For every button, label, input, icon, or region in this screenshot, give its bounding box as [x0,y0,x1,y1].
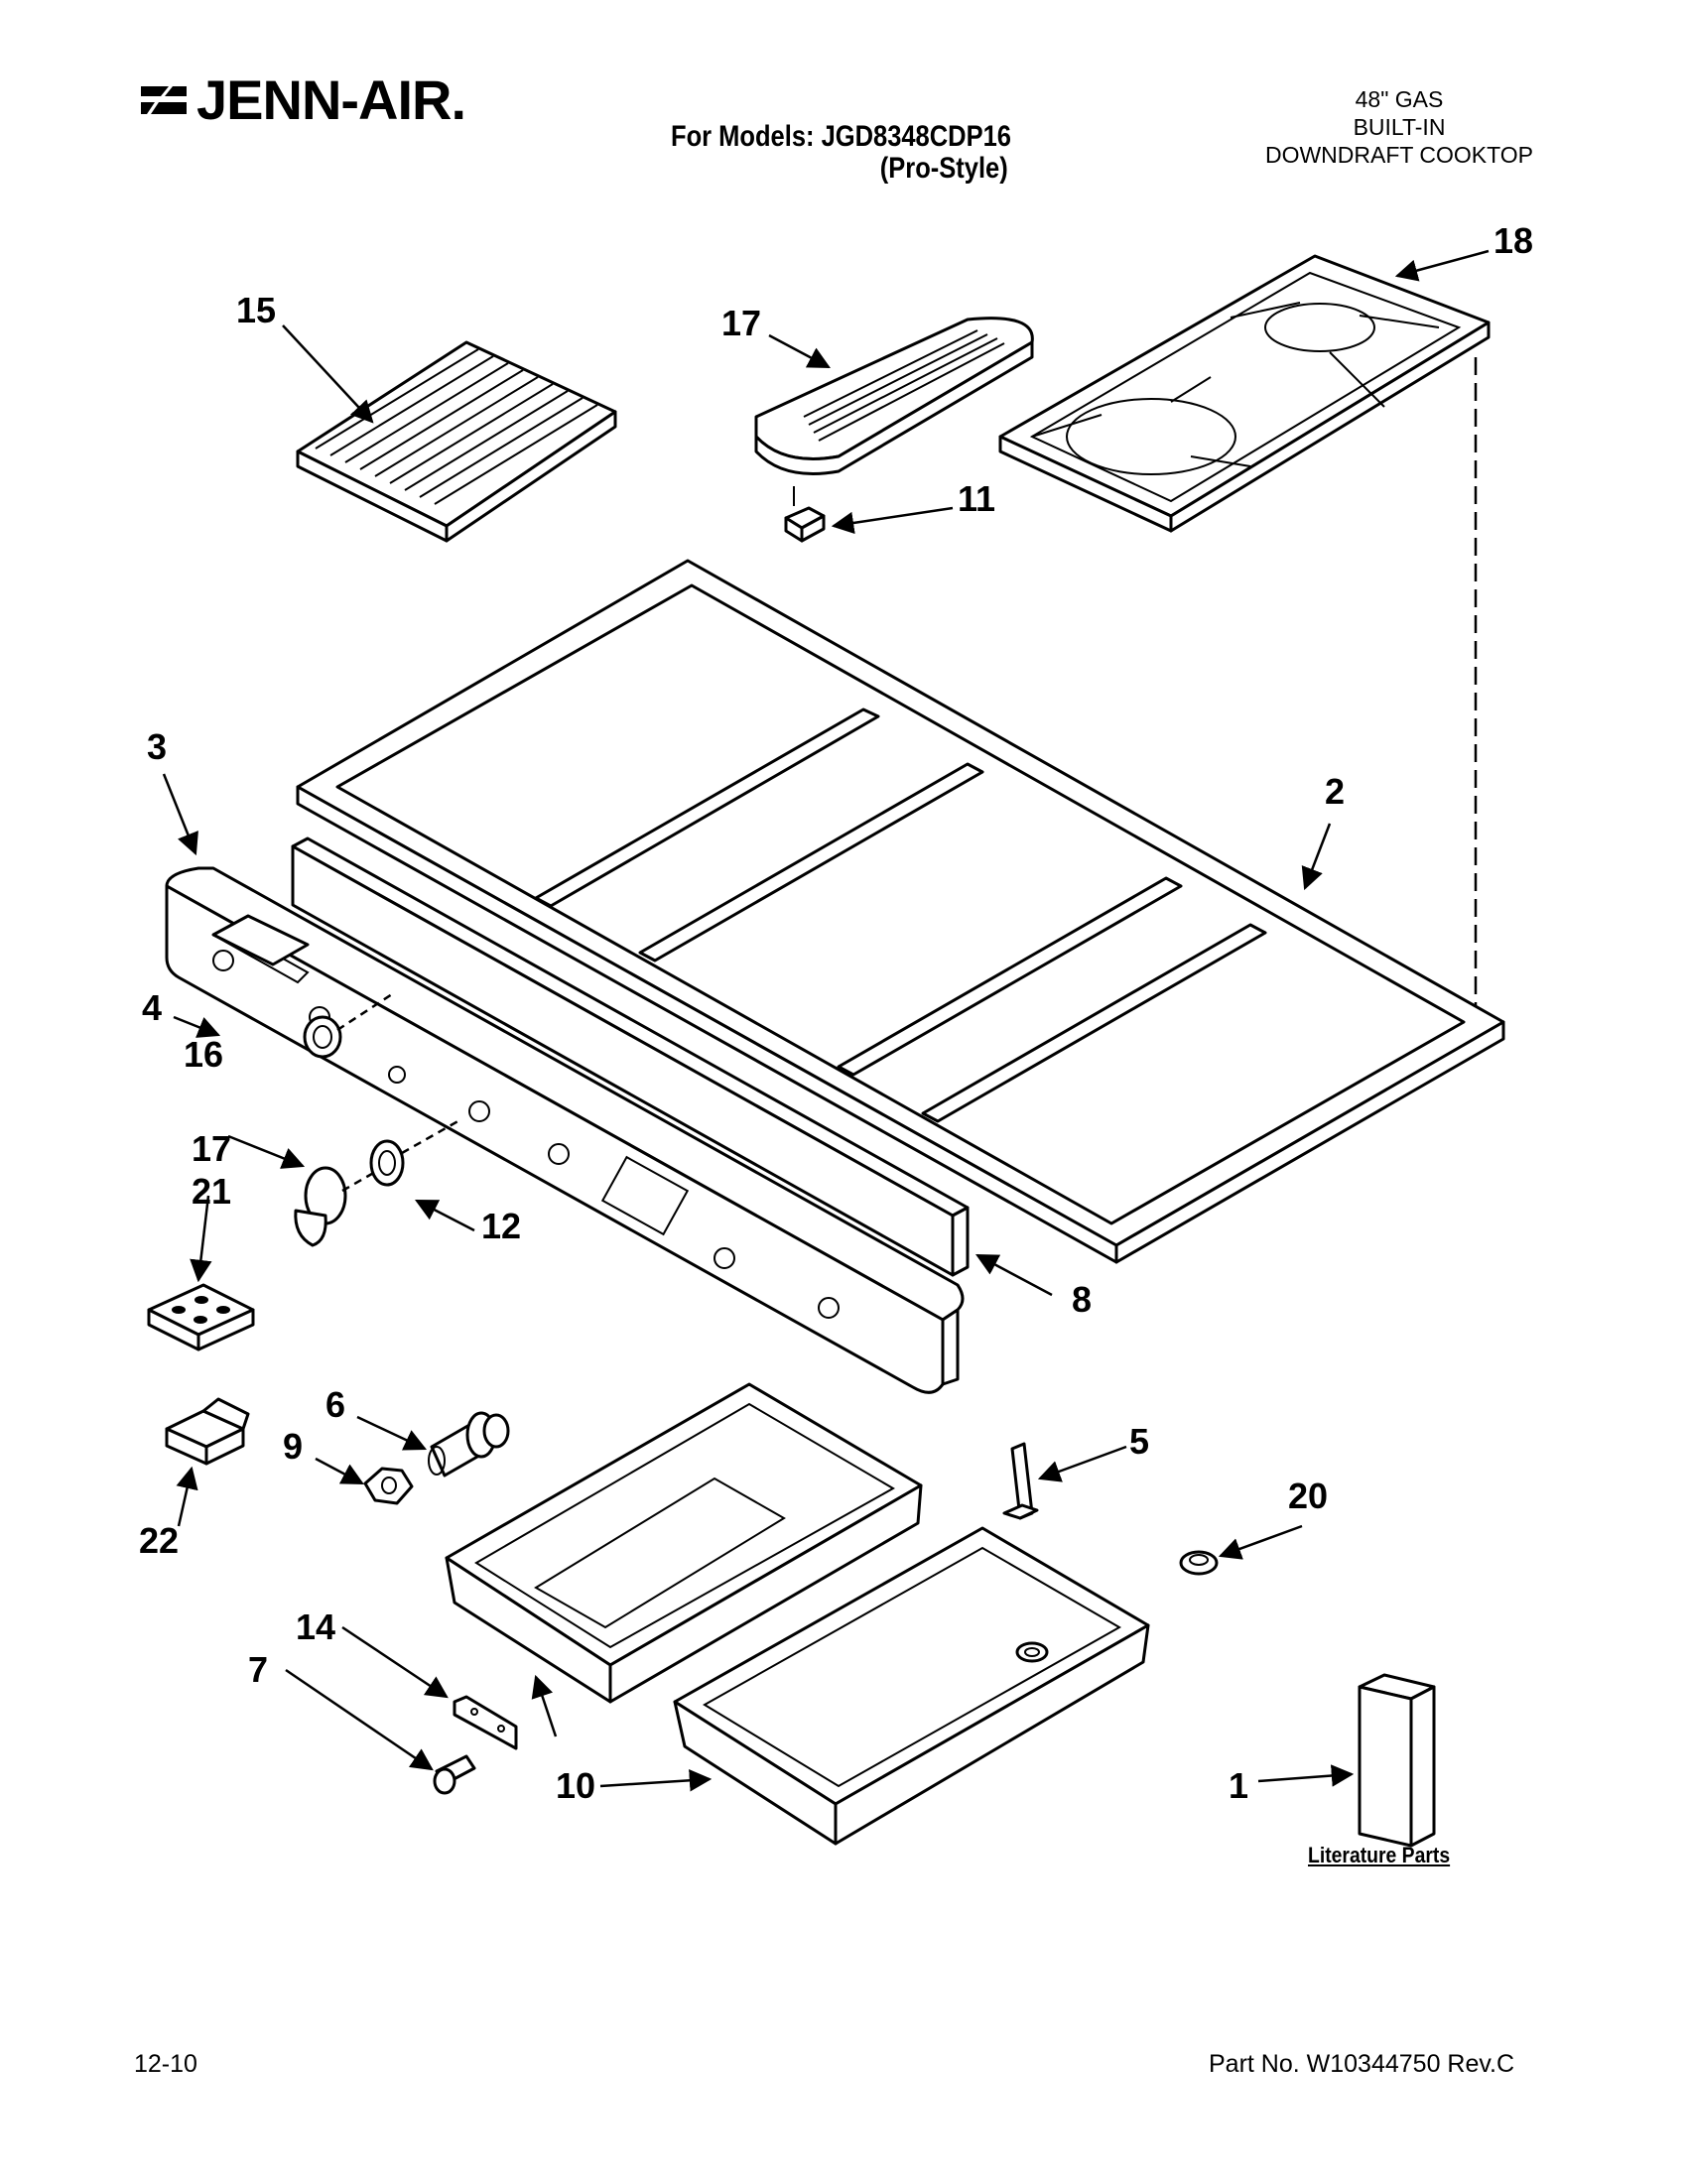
callout-16: 16 [184,1034,223,1075]
callout-20: 20 [1288,1476,1328,1516]
callout-17: 17 [192,1128,231,1169]
bezel-ring-part [369,1117,462,1187]
knob-part [294,1166,378,1247]
callout-7: 7 [248,1649,268,1690]
callout-11: 11 [958,478,995,519]
brand-logo: JENN-AIR. [139,67,466,132]
callout-2: 2 [1325,771,1345,812]
grill-grate-part [296,340,617,543]
description-line-3: DOWNDRAFT COOKTOP [1264,142,1534,168]
bezel-part [303,992,393,1059]
orifice-fitting-part [428,1411,510,1477]
bracket-part [165,1397,250,1466]
footer-date: 12-10 [134,2050,197,2078]
model-line: For Models: JGD8348CDP16 [671,120,1011,153]
drip-tray-part-upper [445,1382,923,1704]
burner-grate-part [998,254,1491,533]
callout-14: 14 [296,1606,335,1647]
callout-3: 3 [147,726,167,767]
description-line-2: BUILT-IN [1353,114,1446,140]
plug-part [1179,1550,1219,1576]
drip-tray-part-lower [673,1526,1150,1846]
brand-name: JENN-AIR. [196,68,466,131]
model-style: (Pro-Style) [879,152,1008,185]
vent-grille-part [754,317,1034,475]
callout-1: 1 [1229,1765,1248,1806]
callout-9: 9 [283,1426,303,1467]
control-panel-part [165,866,965,1394]
mounting-bracket-part [453,1695,518,1750]
product-description: 48" GAS BUILT-IN DOWNDRAFT COOKTOP [1221,85,1578,169]
switch-part [784,486,826,543]
screw-part [433,1754,476,1795]
cooktop-frame-part [296,559,1505,1264]
callout-22: 22 [139,1520,179,1561]
model-info: For Models: JGD8348CDP16 (Pro-Style) [671,121,1011,185]
clip-part [1002,1442,1039,1520]
footer-part-number: Part No. W10344750 Rev.C [1209,2050,1515,2078]
callout-19: 18 [1493,220,1533,261]
literature-manual-part [1358,1673,1436,1848]
callout-8: 8 [1072,1279,1092,1320]
hex-nut-part [363,1467,414,1505]
switch-block-part [147,1283,255,1351]
callout-4: 4 [142,987,162,1028]
label-part [211,914,310,966]
callout-15: 15 [236,290,276,330]
literature-parts-caption: Literature Parts [1308,1843,1451,1867]
callout-labels: 15 17 18 11 2 3 4 16 17 21 12 8 6 9 5 20… [139,220,1533,1806]
jenn-air-logo-icon [141,85,187,114]
description-line-1: 48" GAS [1355,86,1444,112]
callout-18: 17 [721,303,761,343]
callout-10: 10 [556,1765,595,1806]
callout-21: 21 [192,1171,231,1212]
callout-5: 5 [1129,1421,1149,1462]
rear-panel-part [291,836,970,1277]
callout-6: 6 [325,1384,345,1425]
leader-arrows [162,249,1490,1792]
callout-12: 12 [481,1206,521,1246]
